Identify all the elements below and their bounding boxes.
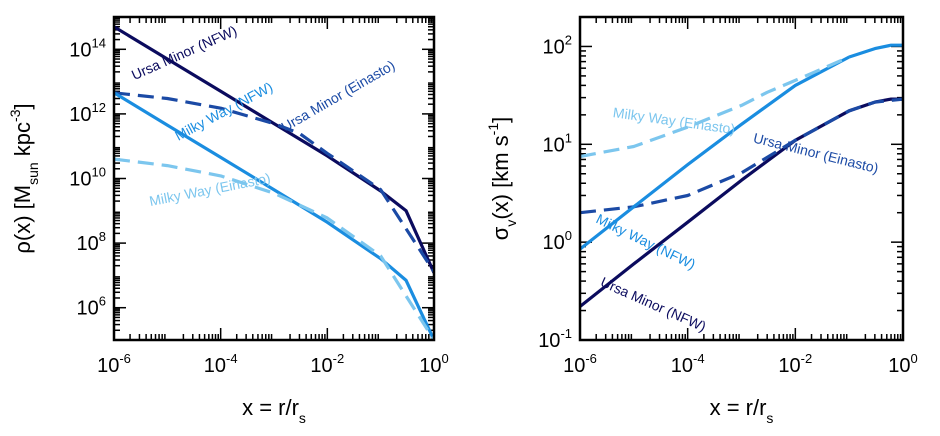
series-line (580, 97, 903, 215)
x-tick-label: 10-6 (97, 351, 131, 377)
series-line (114, 25, 434, 274)
series-annotation: Ursa Minor (Einasto) (752, 130, 880, 177)
x-tick-label: 10-6 (563, 351, 597, 377)
series-annotation: Milky Way (NFW) (594, 210, 698, 272)
tick-marks-right (579, 16, 904, 341)
y-tick-label: 102 (543, 32, 572, 58)
series-line (580, 55, 850, 159)
y-axis-label: ρ(x) [Msun kpc-3] (7, 103, 41, 253)
series-group-left (114, 25, 434, 340)
x-tick-label: 100 (888, 351, 917, 377)
y-tick-label: 101 (543, 130, 572, 156)
series-annotation: Ursa Minor (Einasto) (278, 57, 397, 135)
y-tick-label: 1010 (69, 165, 106, 191)
x-axis-label: x = r/rs (242, 395, 306, 426)
series-line (580, 97, 903, 308)
x-tick-label: 10-2 (310, 351, 344, 377)
series-annotation: Ursa Minor (NFW) (598, 274, 708, 335)
series-line (580, 43, 903, 251)
x-tick-label: 100 (419, 351, 448, 377)
y-tick-label: 10-1 (538, 326, 572, 352)
y-tick-label: 100 (543, 228, 572, 254)
series-line (114, 157, 434, 340)
x-tick-label: 10-4 (671, 351, 705, 377)
series-line (114, 91, 434, 273)
plot-frame (578, 15, 905, 342)
series-line (114, 91, 434, 340)
y-tick-label: 106 (77, 294, 106, 320)
series-annotation: Ursa Minor (NFW) (129, 22, 239, 83)
x-tick-label: 10-4 (204, 351, 238, 377)
y-axis-label: σv(x) [km s-1] (485, 117, 519, 240)
x-axis-label: x = r/rs (710, 395, 774, 426)
series-group-right (580, 43, 903, 308)
series-annotation: Milky Way (Einasto) (148, 170, 272, 209)
plot-frame (112, 15, 436, 342)
series-annotation: Milky Way (NFW) (172, 79, 275, 144)
y-tick-label: 1012 (69, 100, 106, 126)
y-tick-label: 1014 (69, 35, 106, 61)
y-tick-label: 108 (77, 229, 106, 255)
x-tick-label: 10-2 (778, 351, 812, 377)
